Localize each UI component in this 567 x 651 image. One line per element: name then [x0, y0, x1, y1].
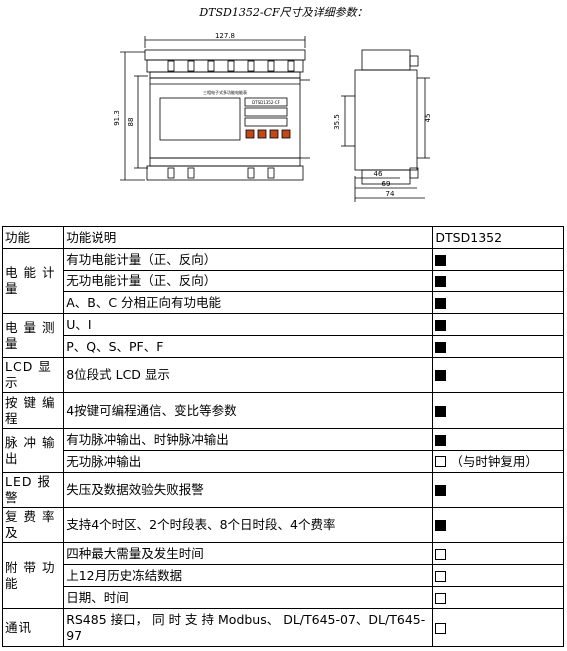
filled-square-icon: [435, 405, 447, 417]
dim-width: 127.8: [215, 32, 235, 40]
row-mark-cell: [432, 248, 564, 271]
table-row: 上12月历史冻结数据: [3, 564, 564, 587]
filled-square-icon: [435, 297, 447, 309]
row-mark-cell: [432, 472, 564, 508]
row-group-cell: 按 键 编程: [1, 392, 65, 429]
row-desc-cell: 失压及数据效验失败报警: [63, 472, 434, 508]
filled-square-icon: [435, 319, 447, 331]
table-row: 附 带 功能四种最大需量及发生时间: [1, 542, 564, 609]
row-mark-cell: [432, 428, 564, 451]
filled-square-icon: [435, 341, 447, 353]
panel-title: 三相电子式多功能电能表: [203, 89, 247, 95]
filled-square-icon: [435, 520, 447, 531]
dim-rail: 35.5: [333, 114, 341, 130]
dim-side-height: 45: [424, 114, 432, 123]
filled-square-icon: [435, 276, 447, 287]
row-mark-cell: [432, 335, 564, 358]
empty-square-icon: [435, 570, 447, 582]
row-desc-cell: 有功脉冲输出、时钟脉冲输出: [63, 428, 434, 451]
page-title: DTSD1352-CF尺寸及详细参数：: [199, 6, 368, 19]
filled-square-icon: [435, 370, 447, 381]
row-desc-cell: 上12月历史冻结数据: [63, 564, 434, 587]
row-mark-cell: [432, 542, 564, 565]
empty-square-icon: [435, 622, 447, 634]
dim-inner-height: 88: [127, 118, 135, 127]
row-desc-cell: 无功脉冲输出: [63, 450, 434, 473]
filled-square-icon: [435, 485, 447, 496]
table-row: 脉 冲 输出有功脉冲输出、时钟脉冲输出: [1, 428, 564, 473]
table-row: 无功电能计量（正、反向）: [3, 270, 564, 292]
table-header-cell: 功能说明: [63, 226, 434, 249]
row-mark-cell: [432, 270, 564, 292]
filled-square-icon: [435, 434, 447, 446]
table-header-cell: DTSD1352: [432, 226, 564, 249]
row-desc-cell: 有功电能计量（正、反向）: [63, 248, 434, 271]
row-group-cell: 附 带 功能: [1, 542, 65, 609]
row-desc-cell: 日期、时间: [63, 586, 434, 609]
table-row: 无功脉冲输出 （与时钟复用）: [3, 450, 564, 473]
filled-square-icon: [435, 254, 447, 266]
row-mark-cell: [432, 313, 564, 336]
row-desc-cell: RS485 接口， 同 时 支 持 Modbus、 DL/T645-07、DL/…: [63, 608, 434, 647]
table-row: P、Q、S、PF、F: [3, 335, 564, 358]
row-desc-cell: U、I: [63, 313, 434, 336]
row-desc-cell: 无功电能计量（正、反向）: [63, 270, 434, 292]
row-group-cell: 复 费 率及: [1, 507, 65, 543]
row-desc-cell: 8位段式 LCD 显示: [63, 357, 434, 393]
row-desc-cell: 4按键可编程通信、变比等参数: [63, 392, 434, 429]
table-row: LED 报警失压及数据效验失败报警: [1, 472, 564, 508]
dim-d3: 74: [386, 190, 395, 198]
empty-square-icon: [435, 548, 447, 560]
row-mark-cell: （与时钟复用）: [432, 450, 564, 473]
panel-text: DTSD1352-CF: [252, 100, 281, 105]
dimension-drawing: 127.8 91.3 88 DTSD1352-CF 三相电子式多功能电能表 45…: [113, 32, 432, 202]
row-group-cell: 电 量 测量: [1, 313, 65, 358]
row-desc-cell: P、Q、S、PF、F: [63, 335, 434, 358]
dim-height: 91.3: [113, 110, 121, 126]
row-mark-cell: [432, 291, 564, 314]
table-row: 复 费 率及支持4个时区、2个时段表、8个日时段、4个费率: [1, 507, 564, 543]
row-mark-cell: [432, 392, 564, 429]
row-group-cell: LCD 显示: [1, 357, 65, 393]
table-header-cell: 功能: [1, 226, 65, 249]
row-group-cell: 脉 冲 输出: [1, 428, 65, 473]
row-group-cell: LED 报警: [1, 472, 65, 508]
row-group-cell: 通讯: [1, 608, 65, 647]
table-row: 日期、时间: [3, 586, 564, 609]
row-desc-cell: A、B、C 分相正向有功电能: [63, 291, 434, 314]
row-note: （与时钟复用）: [450, 453, 538, 469]
row-mark-cell: [432, 608, 564, 647]
row-mark-cell: [432, 507, 564, 543]
empty-square-icon: [435, 592, 447, 604]
row-group-cell: 电 能 计量: [1, 248, 65, 314]
dim-d2: 69: [382, 180, 391, 188]
empty-square-icon: [435, 456, 447, 468]
table-row: 电 能 计量有功电能计量（正、反向）: [1, 248, 564, 314]
row-mark-cell: [432, 357, 564, 393]
row-desc-cell: 支持4个时区、2个时段表、8个日时段、4个费率: [63, 507, 434, 543]
row-desc-cell: 四种最大需量及发生时间: [63, 542, 434, 565]
dim-d1: 46: [374, 170, 383, 178]
row-mark-cell: [432, 564, 564, 587]
table-row: A、B、C 分相正向有功电能: [3, 291, 564, 314]
row-mark-cell: [432, 586, 564, 609]
